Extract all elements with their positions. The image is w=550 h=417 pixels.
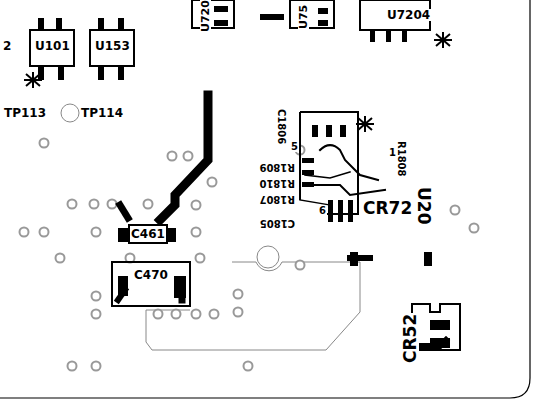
silkscreen-label: U20 xyxy=(415,186,432,225)
silkscreen-label: CR72 xyxy=(362,200,413,217)
silkscreen-label: 6 xyxy=(318,206,327,216)
via xyxy=(92,292,101,301)
via xyxy=(192,228,201,237)
silkscreen-label: U153 xyxy=(94,40,131,52)
silkscreen-label: U7204 xyxy=(386,9,431,21)
via xyxy=(68,200,77,209)
silkscreen-label: 2 xyxy=(2,40,12,52)
silkscreen-label: 5 xyxy=(290,142,299,152)
part-name: C470 xyxy=(134,268,168,282)
via xyxy=(56,254,65,263)
silkscreen-label: C1805 xyxy=(259,218,296,228)
via xyxy=(192,310,201,319)
silkscreen-label: TP113 xyxy=(3,107,47,119)
silkscreen-label: 1 xyxy=(388,148,397,158)
via xyxy=(154,310,163,319)
silkscreen-label: R1807 xyxy=(258,194,296,204)
via xyxy=(210,310,219,319)
board-edge xyxy=(0,0,530,398)
capacitor-outline: C470 xyxy=(129,266,173,284)
via xyxy=(92,310,101,319)
pin1-markers xyxy=(24,32,452,132)
via xyxy=(234,308,243,317)
part-name: C461 xyxy=(131,227,165,241)
silkscreen-label: C1806 xyxy=(276,108,286,145)
via xyxy=(451,206,460,215)
via xyxy=(244,362,253,371)
via xyxy=(196,254,205,263)
via xyxy=(20,228,29,237)
component-outlines xyxy=(30,0,460,350)
silkscreen-label: U720 xyxy=(200,0,211,33)
pads xyxy=(38,6,450,348)
via xyxy=(184,152,193,161)
silkscreen-label: R1810 xyxy=(258,178,296,188)
via xyxy=(108,200,117,209)
traces xyxy=(118,95,446,346)
via xyxy=(92,228,101,237)
via xyxy=(172,310,181,319)
via xyxy=(470,224,479,233)
via xyxy=(90,200,99,209)
capacitor-outline: C461 xyxy=(128,224,168,244)
via xyxy=(234,290,243,299)
via xyxy=(192,201,201,210)
via xyxy=(92,362,101,371)
via xyxy=(40,228,49,237)
silkscreen-label: U101 xyxy=(34,40,71,52)
via xyxy=(68,362,77,371)
silkscreen-label: R1808 xyxy=(396,140,406,178)
via xyxy=(40,139,49,148)
via-holes xyxy=(20,139,479,371)
via xyxy=(296,261,305,270)
silkscreen-label: CR52 xyxy=(402,313,419,364)
silkscreen-label: R1809 xyxy=(258,162,296,172)
silkscreen-label: TP114 xyxy=(80,107,124,119)
via xyxy=(144,200,153,209)
silkscreen-label: U75 xyxy=(298,4,309,30)
via xyxy=(168,152,177,161)
via xyxy=(208,178,217,187)
